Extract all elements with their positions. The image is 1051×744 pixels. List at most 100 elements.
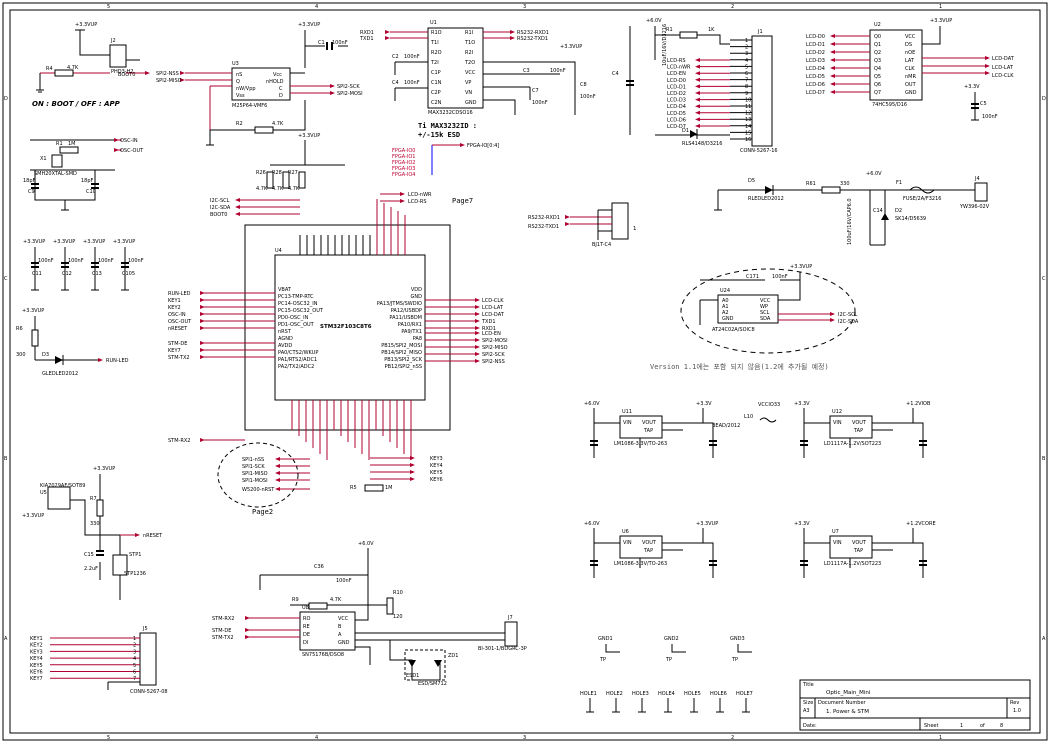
svg-text:C3: C3 (523, 68, 530, 74)
latch-pin: Q5 (874, 74, 881, 80)
svg-text:C14: C14 (873, 208, 883, 214)
decap-ref: C11 (32, 271, 42, 277)
regulator-vout: +3.3VUP (696, 521, 718, 527)
svg-text:2.2uF: 2.2uF (84, 566, 98, 572)
svg-text:KIA7029AF/SOT89: KIA7029AF/SOT89 (40, 483, 85, 489)
decap-power: +3.3VUP (23, 239, 45, 245)
svg-text:D5: D5 (748, 178, 755, 184)
hole-ref: HOLE3 (632, 691, 649, 697)
regulator-part: LD1117A-1.2V/SOT223 (824, 441, 881, 447)
mcu-pin-left: PC14-OSC32_IN (278, 301, 318, 307)
svg-text:nW/Vpp: nW/Vpp (236, 86, 256, 92)
regulator-ref: U6 (622, 529, 629, 535)
lcd-net-label: LCD-nWR (667, 65, 691, 71)
svg-text:ZD1: ZD1 (448, 653, 458, 659)
svg-text:RLEDLED2012: RLEDLED2012 (748, 196, 784, 202)
key-pin-number: 4 (133, 656, 136, 662)
regulator-pin: VIN (833, 540, 842, 546)
latch-pin: VCC (905, 34, 916, 40)
rs485-net: STM-DE (212, 628, 231, 634)
svg-text:nRESET: nRESET (143, 533, 163, 539)
mcu-right-net: SPI2-SCK (482, 352, 505, 358)
latch-input-label: LCD-D3 (806, 58, 825, 64)
decap-value: 100nF (68, 258, 84, 264)
border-row-label: B (4, 456, 8, 462)
svg-text:100nF: 100nF (336, 578, 352, 584)
svg-text:C: C (279, 86, 283, 92)
rs232-pin: GND (465, 100, 477, 106)
lcd-net-label: LCD-D7 (667, 124, 686, 130)
mcu-lcd-net: LCD-RS (408, 199, 427, 205)
svg-text:+3.3VUP: +3.3VUP (298, 22, 320, 28)
mcu-pin-left: AVDD (278, 343, 292, 349)
latch-pin: nOE (905, 50, 915, 56)
mcu-pin-left: PC13-TMP-RTC (278, 294, 314, 300)
rs232-pin: R1O (431, 30, 442, 36)
svg-text:+3.3VUP: +3.3VUP (790, 264, 812, 270)
svg-text:SPI2-MISO: SPI2-MISO (156, 78, 182, 84)
regulator-vin: +6.0V (584, 521, 600, 527)
hole-ref: HOLE4 (658, 691, 675, 697)
latch-pin: GND (905, 90, 917, 96)
shift-register: U2 74HC595/D16 Q0Q1Q2Q3Q4Q5Q6Q7VCCDSnOEL… (806, 18, 1015, 121)
rs485-pin: DI (303, 640, 308, 646)
svg-text:RLS4148/D3216: RLS4148/D3216 (682, 141, 722, 147)
svg-text:R4: R4 (46, 66, 53, 72)
mcu-left-net: STM-TX2 (168, 355, 190, 361)
svg-text:OSC-OUT: OSC-OUT (120, 148, 144, 154)
svg-text:+3.3VUP: +3.3VUP (93, 466, 115, 472)
mcu-pin-left: PA2/TX2/ADC2 (278, 364, 314, 370)
rs232-pin: R1I (465, 30, 473, 36)
mcu-left-net: KEY7 (168, 348, 181, 354)
boot-power: +3.3VUP (75, 22, 97, 28)
mcu-right-net: SPI2-MOSI (482, 338, 508, 344)
svg-text:Document Number: Document Number (818, 700, 867, 706)
bead-l10: L10 BEAD/2012 VCCIO33 (712, 402, 780, 429)
eeprom-pin: SCL (760, 310, 770, 316)
svg-text:nHOLD: nHOLD (266, 79, 284, 85)
rs485-pin: VCC (338, 616, 349, 622)
svg-text:330: 330 (840, 181, 850, 187)
rs232-pin: T1I (430, 40, 439, 46)
mcu-left-net: KEY2 (168, 305, 181, 311)
svg-text:ESD/SM712: ESD/SM712 (418, 681, 447, 687)
decoupling-caps: +3.3VUP100nFC11+3.3VUP100nFC12+3.3VUP100… (23, 239, 144, 291)
mcu-left-net: OSC-OUT (168, 319, 192, 325)
regulator-pin: VOUT (852, 420, 867, 426)
svg-text:SPI2-SCK: SPI2-SCK (337, 84, 360, 90)
mcu-key-net: KEY5 (430, 470, 443, 476)
svg-text:R61: R61 (806, 181, 816, 187)
key-label: KEY2 (30, 643, 43, 649)
svg-text:J4: J4 (974, 176, 980, 182)
key-pin-number: 2 (133, 643, 136, 649)
regulator-vin: +6.0V (584, 401, 600, 407)
svg-text:M25P64-VMF6: M25P64-VMF6 (232, 103, 267, 109)
title-block: Title Optic_Main_Mini Size A3 Document N… (799, 679, 1031, 731)
rs232-pin: C2P (431, 90, 441, 96)
regulator-vin: +3.3V (794, 521, 810, 527)
lcd-pin-number: 6 (745, 71, 748, 77)
test-point-ref: GND1 (598, 636, 613, 642)
spi1-net: SPI1-SCK (242, 464, 265, 470)
svg-text:+6.0V: +6.0V (866, 171, 882, 177)
svg-text:U5: U5 (40, 490, 47, 496)
mcu-key-net: KEY3 (430, 456, 443, 462)
lcd-pin-number: 3 (745, 51, 748, 57)
svg-text:U24: U24 (720, 288, 730, 294)
eeprom-pin: A1 (722, 304, 729, 310)
spi1-net: W5200-nRST (242, 487, 275, 493)
usart-header: BJ1T-C4 RS232-RXD1 RS232-TXD1 1 (528, 202, 637, 248)
mcu-fpga-net: FPGA-IO0 (392, 148, 415, 154)
lcd-net-label: LCD-D5 (667, 111, 686, 117)
svg-text:74HC595/D16: 74HC595/D16 (872, 102, 907, 108)
hole-ref: HOLE5 (684, 691, 701, 697)
rs485-pin: A (338, 632, 342, 638)
border-row-label: D (1042, 96, 1046, 102)
svg-text:C4: C4 (392, 80, 399, 86)
svg-text:YW396-02V: YW396-02V (959, 204, 990, 210)
regulator-part: LM1086-3.3V/TO-263 (614, 561, 667, 567)
